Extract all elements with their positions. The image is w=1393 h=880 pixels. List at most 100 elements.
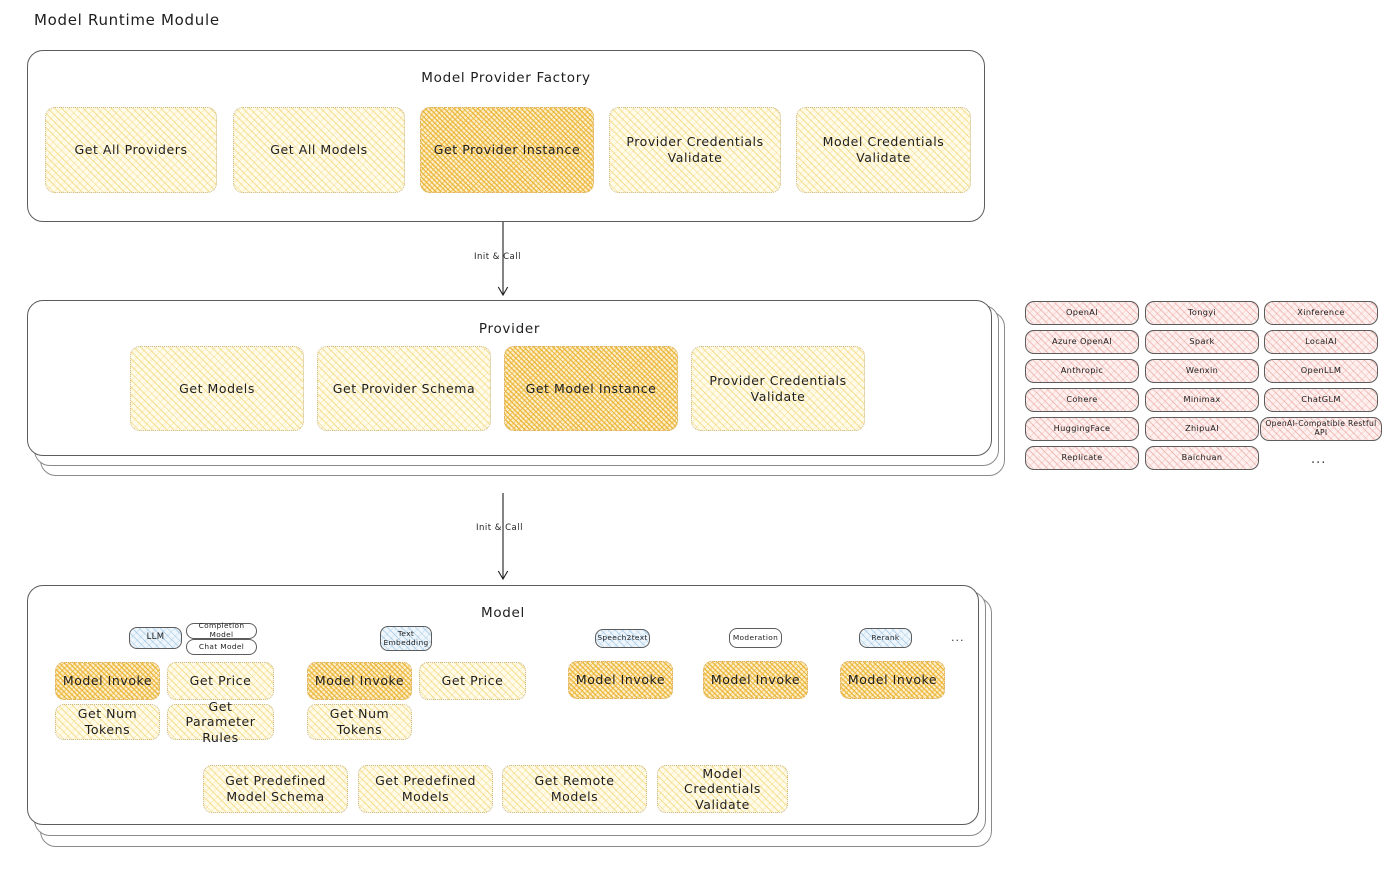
chip-label: Wenxin (1185, 365, 1219, 376)
node-label: Get Predefined Model Schema (225, 773, 326, 804)
chip-label: ChatGLM (1301, 394, 1341, 405)
factory-node-get-all-models[interactable]: Get All Models (233, 107, 405, 193)
factory-title: Model Provider Factory (421, 70, 591, 86)
chip-label: Baichuan (1181, 452, 1223, 463)
node-label: Get Model Instance (525, 380, 657, 396)
node-label: Model Invoke (62, 673, 153, 689)
node-label: Get Price (441, 673, 504, 689)
chip-label: Completion Model (198, 621, 245, 639)
llm-method-get-price[interactable]: Get Price (167, 662, 274, 700)
model-common-get-remote-models[interactable]: Get Remote Models (502, 765, 647, 813)
provider-chip-openllm[interactable]: OpenLLM (1264, 359, 1378, 383)
text-embedding-method-get-price[interactable]: Get Price (419, 662, 526, 700)
node-label: Provider Credentials Validate (626, 134, 764, 165)
node-label: Get Num Tokens (77, 706, 138, 737)
chip-label: Text Embedding (383, 628, 429, 647)
chip-label: Rerank (871, 632, 900, 642)
chip-label: Anthropic (1060, 365, 1104, 376)
node-label: Get Provider Schema (332, 380, 476, 396)
text-embedding-method-get-num-tokens[interactable]: Get Num Tokens (307, 704, 412, 740)
arrow-provider-to-model (497, 493, 509, 581)
provider-list-more-ellipsis: ... (1311, 452, 1327, 467)
provider-node-get-models[interactable]: Get Models (130, 346, 304, 431)
model-common-get-predefined-model-schema[interactable]: Get Predefined Model Schema (203, 765, 348, 813)
rerank-method-model-invoke[interactable]: Model Invoke (840, 661, 945, 699)
page-title: Model Runtime Module (34, 11, 220, 29)
model-subtype-chip-completion-model[interactable]: Completion Model (186, 621, 257, 639)
chip-label: Speech2text (597, 633, 648, 643)
provider-chip-localai[interactable]: LocalAI (1264, 330, 1378, 354)
provider-chip-minimax[interactable]: Minimax (1145, 388, 1259, 412)
provider-chip-openai[interactable]: OpenAI (1025, 301, 1139, 325)
provider-chip-chatglm[interactable]: ChatGLM (1264, 388, 1378, 412)
model-type-chip-moderation[interactable]: Moderation (729, 628, 782, 648)
arrow-label-init-call-1: Init & Call (474, 252, 521, 262)
provider-chip-wenxin[interactable]: Wenxin (1145, 359, 1259, 383)
provider-chip-anthropic[interactable]: Anthropic (1025, 359, 1139, 383)
provider-chip-openai-compatible-restful-api[interactable]: OpenAI-Compatible Restful API (1260, 417, 1382, 441)
chip-label: Replicate (1061, 452, 1103, 463)
chip-label: LLM (146, 632, 165, 643)
provider-chip-huggingface[interactable]: HuggingFace (1025, 417, 1139, 441)
model-panel: Model (27, 585, 979, 825)
chip-label: Chat Model (198, 641, 245, 651)
node-label: Get Provider Instance (433, 142, 581, 158)
chip-label: LocalAI (1305, 336, 1337, 347)
provider-chip-tongyi[interactable]: Tongyi (1145, 301, 1259, 325)
model-subtype-chip-chat-model[interactable]: Chat Model (186, 639, 257, 655)
model-common-model-credentials-validate[interactable]: Model Credentials Validate (657, 765, 788, 813)
arrow-label-init-call-2: Init & Call (476, 523, 523, 533)
speech2text-method-model-invoke[interactable]: Model Invoke (568, 661, 673, 699)
provider-node-provider-credentials-validate[interactable]: Provider Credentials Validate (691, 346, 865, 431)
provider-chip-spark[interactable]: Spark (1145, 330, 1259, 354)
model-type-chip-llm[interactable]: LLM (129, 627, 182, 649)
chip-label: Spark (1189, 336, 1215, 347)
provider-node-get-provider-schema[interactable]: Get Provider Schema (317, 346, 491, 431)
node-label: Model Invoke (314, 673, 405, 689)
moderation-method-model-invoke[interactable]: Model Invoke (703, 661, 808, 699)
chip-label: OpenAI-Compatible Restful API (1265, 419, 1377, 437)
provider-chip-replicate[interactable]: Replicate (1025, 446, 1139, 470)
provider-chip-zhipuai[interactable]: ZhipuAI (1145, 417, 1259, 441)
provider-node-get-model-instance[interactable]: Get Model Instance (504, 346, 678, 431)
factory-node-get-all-providers[interactable]: Get All Providers (45, 107, 217, 193)
chip-label: Azure OpenAI (1052, 336, 1112, 347)
node-label: Get Parameter Rules (185, 698, 256, 745)
llm-method-get-num-tokens[interactable]: Get Num Tokens (55, 704, 160, 740)
chip-label: Xinference (1297, 307, 1345, 318)
node-label: Get Remote Models (534, 773, 615, 804)
arrow-factory-to-provider (497, 222, 509, 297)
factory-node-get-provider-instance[interactable]: Get Provider Instance (420, 107, 594, 193)
provider-chip-baichuan[interactable]: Baichuan (1145, 446, 1259, 470)
chip-label: Minimax (1183, 394, 1221, 405)
text-embedding-method-model-invoke[interactable]: Model Invoke (307, 662, 412, 700)
node-label: Get Price (189, 673, 252, 689)
provider-chip-cohere[interactable]: Cohere (1025, 388, 1139, 412)
node-label: Model Invoke (710, 672, 801, 688)
model-type-chip-text-embedding[interactable]: Text Embedding (380, 626, 432, 651)
chip-label: ZhipuAI (1185, 423, 1219, 434)
factory-node-provider-credentials-validate[interactable]: Provider Credentials Validate (609, 107, 781, 193)
model-types-more-ellipsis: ... (951, 631, 965, 644)
chip-label: OpenLLM (1300, 365, 1342, 376)
node-label: Model Invoke (847, 672, 938, 688)
model-common-get-predefined-models[interactable]: Get Predefined Models (358, 765, 493, 813)
provider-chip-azure-openai[interactable]: Azure OpenAI (1025, 330, 1139, 354)
chip-label: OpenAI (1066, 307, 1098, 318)
provider-title: Provider (478, 321, 541, 337)
node-label: Get All Models (270, 142, 368, 158)
chip-label: Cohere (1066, 394, 1098, 405)
llm-method-model-invoke[interactable]: Model Invoke (55, 662, 160, 700)
node-label: Get Num Tokens (329, 706, 390, 737)
node-label: Model Credentials Validate (822, 134, 945, 165)
factory-node-model-credentials-validate[interactable]: Model Credentials Validate (796, 107, 971, 193)
node-label: Model Invoke (575, 672, 666, 688)
llm-method-get-parameter-rules[interactable]: Get Parameter Rules (167, 699, 274, 745)
model-type-chip-speech2text[interactable]: Speech2text (595, 629, 650, 648)
node-label: Get All Providers (74, 142, 188, 158)
provider-chip-xinference[interactable]: Xinference (1264, 301, 1378, 325)
node-label: Model Credentials Validate (684, 765, 761, 812)
node-label: Get Predefined Models (375, 773, 476, 804)
model-type-chip-rerank[interactable]: Rerank (859, 628, 912, 648)
